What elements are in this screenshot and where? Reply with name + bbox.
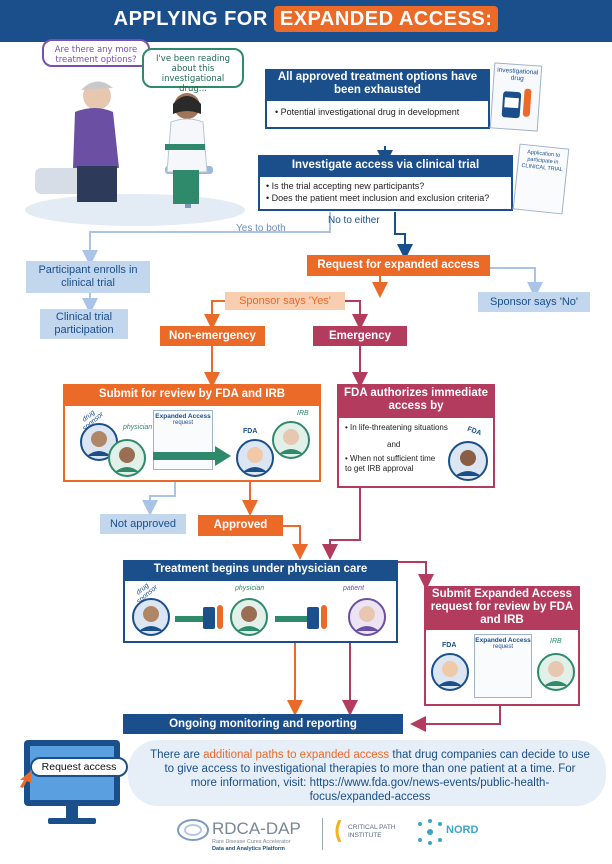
rdca-logo-sub2: Data and Analytics Platform [212,846,285,852]
ea-form-title: Expanded Access [155,413,211,420]
patient-avatar-icon [348,598,386,636]
ea-form-2-title: Expanded Access [475,637,531,644]
investigate-bullet-2: Does the patient meet inclusion and excl… [271,193,490,203]
trial-application-document: Application to participate in CLINICAL T… [512,143,570,215]
label-physician: physician [123,424,153,431]
treatment-physician-avatar-icon [230,598,268,636]
nord-logo-text: NORD [446,824,479,836]
step-exhausted-panel: • Potential investigational drug in deve… [265,99,490,129]
ea-form-subtitle: request [172,420,193,426]
sponsor-no-box: Sponsor says 'No' [478,292,590,312]
label-ea-fda: FDA [442,642,457,649]
computer-monitor-icon [24,740,120,824]
drug-bottle-icon [501,88,532,119]
submit-ea-title: Submit Expanded Access request for revie… [424,586,580,628]
branch-yes-label: Yes to both [236,223,286,234]
emergency-box: Emergency [313,326,407,346]
label-fda-authorize: FDA [466,425,483,438]
consultation-scene-icon [25,81,245,226]
logo-divider [322,818,323,850]
step-investigate-title: Investigate access via clinical trial [258,155,513,175]
cursor-arrow-icon [20,770,32,788]
cpath-logo-line2: INSTITUTE [348,832,382,839]
rdca-logo-text: RDCA-DAP [212,819,301,838]
footer-text-pre: There are [150,749,204,761]
drug-sponsor-avatar-icon [80,423,118,461]
non-emergency-box: Non-emergency [160,326,265,346]
title-prefix: APPLYING FOR [113,8,268,30]
fda-authorizes-panel: • In life-threatening situations and • W… [337,416,495,488]
ea-form-2-subtitle: request [492,644,513,650]
authorize-and: and [387,440,401,449]
ea-fda-avatar-icon [431,653,469,691]
monitoring-box: Ongoing monitoring and reporting [123,714,403,734]
footer-text: There are additional paths to expanded a… [150,748,590,804]
submit-ea-panel: FDA Expanded Access request IRB [424,628,580,706]
cpath-logo-line1: CRITICAL PATH [348,824,396,831]
nord-logo-icon [418,819,442,845]
label-fda: FDA [243,428,258,435]
label-treatment-physician: physician [235,585,265,592]
footer-info-panel [128,740,606,806]
irb-avatar-icon [272,421,310,459]
footer-text-post: that drug companies can decide to use to… [164,749,590,803]
approved-box: Approved [198,515,283,536]
fda-authorizes-title: FDA authorizes immediate access by [337,384,495,416]
label-patient: patient [343,585,365,592]
treatment-panel: drug sponsor physician patient [123,579,398,643]
enroll-trial-box: Participant enrolls in clinical trial [26,261,150,293]
step-exhausted-bullet: Potential investigational drug in develo… [280,107,460,117]
label-ea-irb: IRB [550,638,562,645]
investigate-bullet-1: Is the trial accepting new participants? [271,181,425,191]
rdca-logo-icon [177,819,209,841]
treatment-drug-icon-2 [275,605,327,629]
doctor-speech-bubble: I've been reading about this investigati… [142,48,244,94]
authorize-item-2: When not sufficient time to get IRB appr… [345,454,436,473]
sponsor-yes-box: Sponsor says 'Yes' [225,292,345,310]
page-title: APPLYING FOR EXPANDED ACCESS: [0,6,612,32]
rdca-logo-sub1: Rare Disease Cures Accelerator [212,839,291,845]
branch-no-label: No to either [328,215,380,226]
fda-phone-avatar-icon [448,441,488,481]
ea-request-form-2: Expanded Access request [474,634,532,698]
label-irb: IRB [297,410,309,417]
treatment-sponsor-avatar-icon [132,598,170,636]
fda-avatar-icon [236,439,274,477]
submit-review-panel: drug sponsor physician Expanded Access r… [63,404,321,482]
ea-irb-avatar-icon [537,653,575,691]
step-exhausted-title: All approved treatment options have been… [265,69,490,99]
trial-participation-box: Clinical trial participation [40,309,128,339]
request-expanded-access-box: Request for expanded access [307,255,490,276]
not-approved-box: Not approved [100,514,186,534]
submit-review-title: Submit for review by FDA and IRB [63,384,321,404]
footer-text-accent: additional paths to expanded access [203,749,390,761]
drug-document: investigational drug [489,62,543,132]
submit-arrow-icon [153,446,231,466]
consultation-illustration [15,48,255,228]
authorize-item-1: In life-threatening situations [350,423,448,432]
cpath-logo-icon [335,820,342,842]
treatment-drug-icon-1 [175,605,223,629]
request-access-button[interactable]: Request access [30,757,128,777]
title-highlight: EXPANDED ACCESS: [273,6,499,32]
patient-speech-bubble: Are there any more treatment options? [42,39,150,67]
step-investigate-panel: • Is the trial accepting new participant… [258,175,513,211]
treatment-begins-title: Treatment begins under physician care [123,560,398,579]
physician-avatar-icon [108,439,146,477]
